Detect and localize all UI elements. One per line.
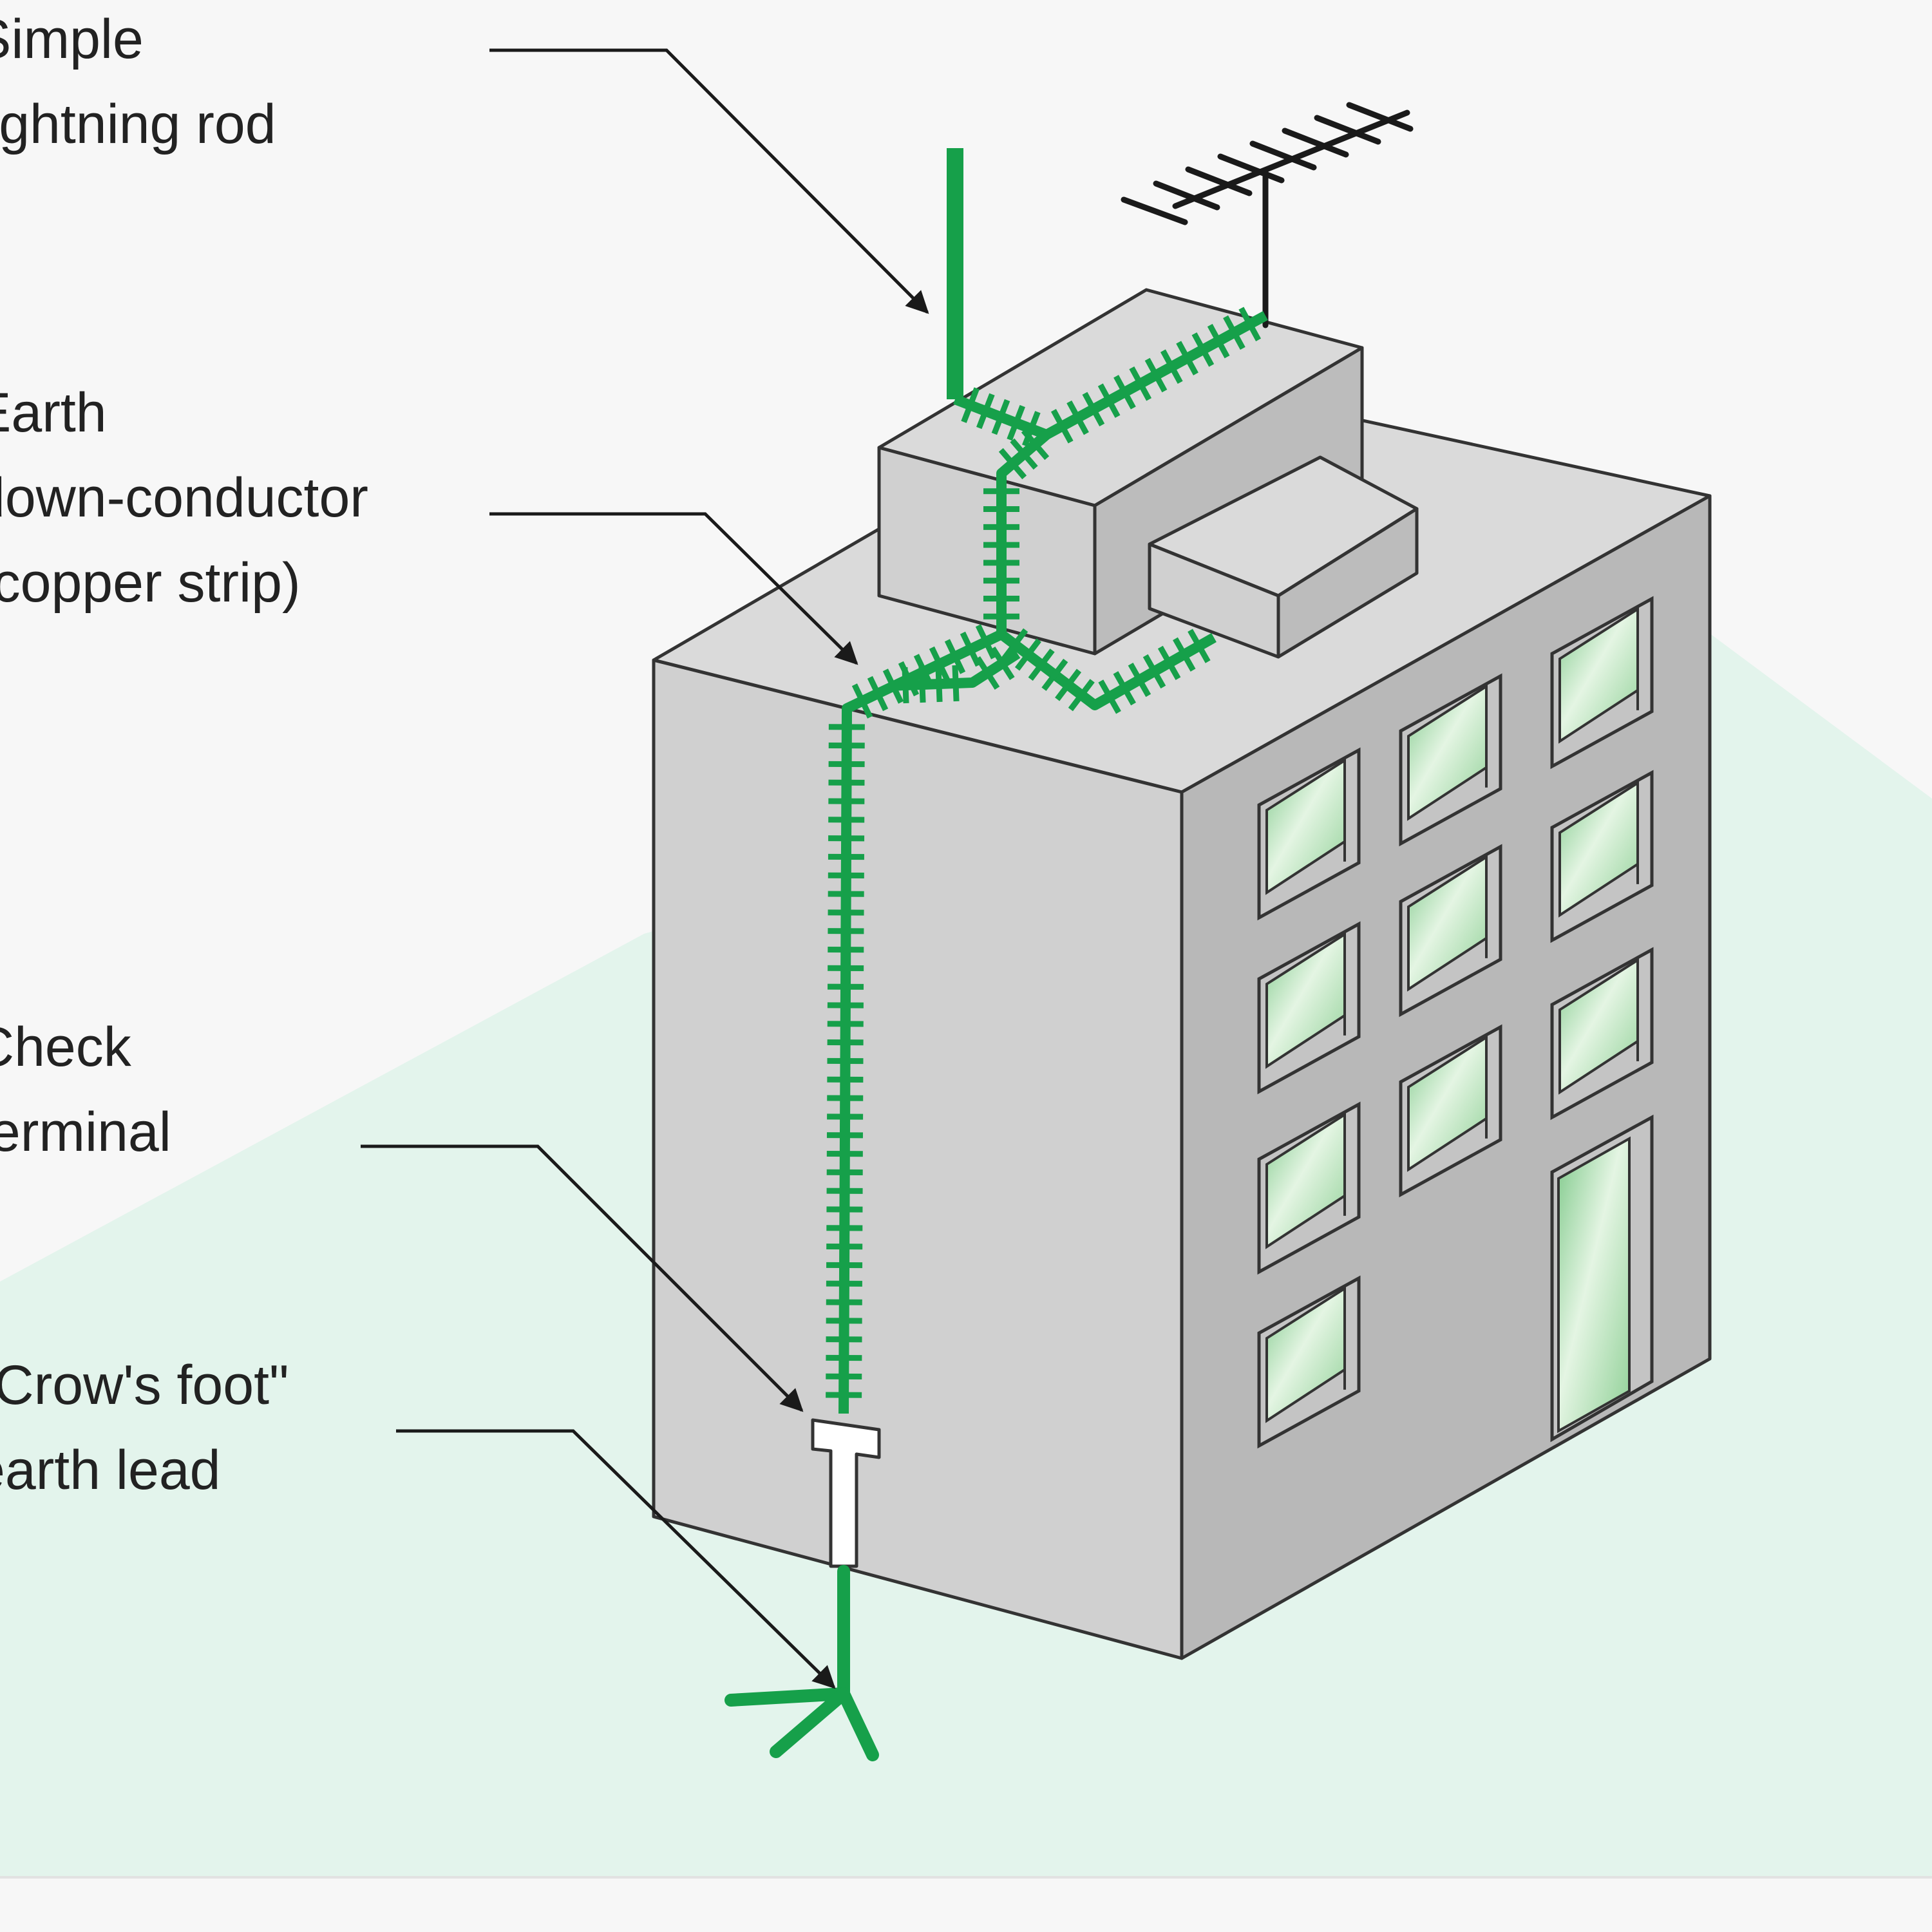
rooftop-structure-small <box>1148 455 1419 659</box>
copper-strip-hatch <box>976 393 995 430</box>
window <box>1399 844 1502 1018</box>
copper-strip-hatch <box>1097 383 1121 418</box>
copper-strip-hatch <box>1144 357 1168 393</box>
copper-strip-hatch <box>961 387 980 423</box>
window <box>1399 1024 1502 1198</box>
copper-strip-hatch <box>1041 658 1068 691</box>
copper-strip-hatch <box>990 647 1015 680</box>
copper-strip-hatch <box>998 448 1027 480</box>
bottom-band <box>0 1877 1932 1932</box>
copper-strip-hatch <box>991 399 1010 435</box>
copper-strip-hatch <box>1238 307 1262 341</box>
crows-foot-earth-lead <box>724 1565 879 1761</box>
window <box>1257 1275 1361 1449</box>
label-check-terminal-line-1: Check <box>0 1016 131 1078</box>
antenna-icon <box>1121 102 1414 328</box>
label-down-conductor-line-1: Earth <box>0 382 107 444</box>
label-lightning-rod-line-1: Simple <box>0 8 144 70</box>
copper-strip-hatch <box>1113 671 1136 706</box>
copper-strip-hatch <box>1021 428 1050 460</box>
label-check-terminal: Check terminal <box>0 1005 171 1175</box>
label-check-terminal-line-2: terminal <box>0 1101 171 1163</box>
leader-lines <box>361 48 929 1689</box>
copper-strip-hatch <box>975 656 1000 690</box>
copper-strip-hatch <box>1068 679 1095 712</box>
label-down-conductor: Earth down-conductor (copper strip) <box>0 370 368 625</box>
label-down-conductor-line-2: down-conductor <box>0 467 368 529</box>
copper-strip-hatch <box>902 667 909 704</box>
rooftop-small-side <box>1276 507 1419 659</box>
window <box>1257 921 1361 1095</box>
window <box>1550 947 1654 1121</box>
copper-strip-hatch <box>1082 392 1105 427</box>
copper-strip-hatch <box>1014 638 1041 671</box>
copper-strip-hatch <box>1128 663 1151 697</box>
window <box>1257 747 1361 921</box>
window <box>1550 596 1654 770</box>
copper-strip-hatch <box>1191 332 1215 367</box>
copper-strip-segment <box>998 630 1217 710</box>
windows <box>1257 596 1654 1449</box>
copper-strip-hatch <box>1207 323 1230 359</box>
copper-strip-hatch <box>1160 349 1183 384</box>
copper-strip-hatch <box>1066 400 1089 435</box>
copper-strip-hatch <box>1007 404 1025 441</box>
leader-earth-lead <box>396 1429 836 1689</box>
door <box>1550 1114 1654 1443</box>
copper-strip-hatch <box>1173 637 1196 672</box>
check-terminal <box>811 1418 881 1568</box>
copper-strip-hatch <box>975 624 997 659</box>
copper-strip-hatch <box>918 666 926 703</box>
copper-strip-hatch <box>1188 629 1211 663</box>
label-down-conductor-line-3: (copper strip) <box>0 552 301 614</box>
copper-strip-hatch <box>867 676 889 712</box>
leader-lightning-rod <box>489 48 929 314</box>
copper-strip-hatch <box>851 683 873 719</box>
label-lightning-rod: Simple lightning rod <box>0 0 276 167</box>
label-earth-lead-line-2: earth lead <box>0 1439 221 1501</box>
window <box>1550 770 1654 943</box>
copper-strip-conductor <box>826 307 1268 1414</box>
copper-strip-hatch <box>1022 411 1041 447</box>
copper-strip-hatch <box>1129 366 1152 401</box>
copper-strip-hatch <box>1028 649 1055 681</box>
building-front-face <box>652 658 1184 1660</box>
window <box>1399 673 1502 847</box>
copper-strip-hatch <box>1157 645 1181 680</box>
label-lightning-rod-line-2: lightning rod <box>0 93 276 155</box>
copper-strip-hatch <box>1098 679 1121 714</box>
label-earth-lead: "Crow's foot" earth lead <box>0 1343 289 1513</box>
copper-strip-hatch <box>1113 375 1136 410</box>
copper-strip-hatch <box>929 646 951 682</box>
copper-strip-hatch <box>1176 341 1198 375</box>
copper-strip-hatch <box>1010 438 1038 470</box>
copper-strip-hatch <box>1142 654 1166 689</box>
copper-strip-hatch <box>944 639 966 674</box>
leader-check-terminal <box>361 1144 804 1412</box>
copper-strip-hatch <box>1050 409 1074 444</box>
window <box>1257 1101 1361 1275</box>
leader-down-conductor <box>489 512 858 665</box>
copper-strip-hatch <box>935 665 943 703</box>
label-earth-lead-line-1: "Crow's foot" <box>0 1354 289 1416</box>
copper-strip-hatch <box>1223 315 1245 350</box>
copper-strip-hatch <box>952 665 960 702</box>
copper-strip-hatch <box>1055 668 1082 701</box>
